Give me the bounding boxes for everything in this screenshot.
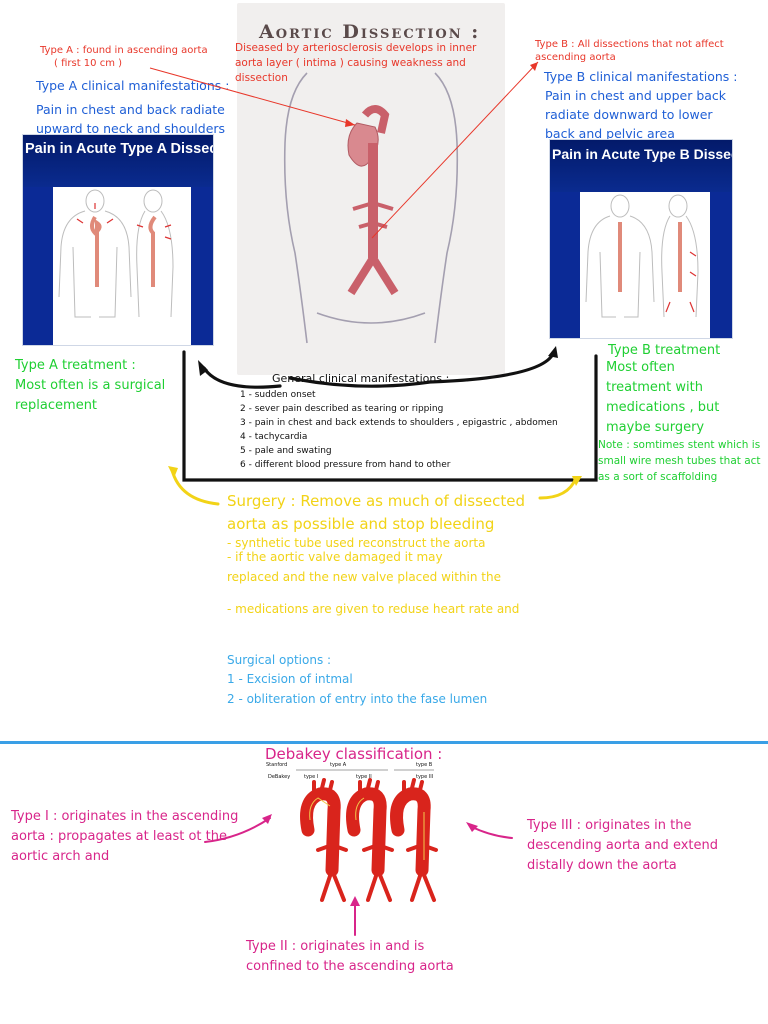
torso-drawing [283, 72, 459, 344]
type-b-treatment-title: Type B treatment [608, 343, 721, 358]
type-a-manifest-title: Type A clinical manifestations : [36, 78, 230, 93]
general-item: 5 - pale and swating [240, 446, 332, 456]
general-item: 2 - sever pain described as tearing or r… [240, 404, 444, 414]
type-a-panel-title: Pain in Acute Type A Dissection [23, 135, 213, 187]
surgical-option-item: 2 - obliteration of entry into the fase … [227, 692, 488, 706]
general-manifestations-title: General clinical manifestations : [272, 372, 450, 385]
surgery-bullet-2: - if the aortic valve damaged it may [227, 550, 443, 564]
surgical-option-item: 1 - Excision of intmal [227, 672, 353, 686]
type-a-treatment-title: Type A treatment : [15, 358, 136, 373]
type-a-note-line1: Type A : found in ascending aorta [40, 45, 208, 56]
stent-note: Note : somtimes stent which is small wir… [598, 439, 761, 483]
fig-label-type-1: type I [304, 774, 319, 780]
type-a-treatment-text: Most often is a surgical replacement [15, 378, 166, 413]
surgery-bullet-2b: replaced and the new valve placed within… [227, 570, 501, 584]
surgery-bullet-3: - medications are given to reduse heart … [227, 602, 520, 616]
type-a-body-drawing [53, 187, 191, 345]
type-b-panel-title: Pain in Acute Type B Dissection [550, 140, 732, 192]
type-a-panel-body [23, 187, 213, 345]
type-b-body-drawing [580, 192, 710, 338]
fig-label-stanford: Stanford [266, 762, 288, 768]
debakey-title: Debakey classification : [265, 745, 443, 763]
type-a-pain-figure: Pain in Acute Type A Dissection [22, 134, 214, 346]
surgery-line1: Surgery : Remove as much of dissected [227, 492, 526, 510]
general-item: 4 - tachycardia [240, 432, 308, 442]
type-a-note-line2: ( first 10 cm ) [54, 58, 123, 69]
debakey-classification-figure: Stanford type A type B DeBakey type I ty… [264, 760, 460, 910]
fig-label-type-b: type B [416, 762, 433, 768]
fig-label-debakey: DeBakey [268, 774, 291, 780]
aortic-dissection-illustration: Aortic Dissection : Diseased by arterios… [235, 3, 505, 375]
surgery-line2: aorta as possible and stop bleeding [227, 515, 495, 533]
section-divider [0, 741, 768, 744]
general-item: 1 - sudden onset [240, 390, 316, 400]
debakey-type-1-text: Type I : originates in the ascending aor… [11, 809, 239, 864]
type-b-manifest-text: Pain in chest and upper back radiate dow… [545, 88, 727, 141]
fig-label-type-a: type A [330, 762, 347, 768]
type-b-location-note: Type B : All dissections that not affect… [535, 39, 724, 63]
debakey-type-3-text: Type III : originates in the descending … [527, 818, 718, 873]
type-b-panel-body [550, 192, 732, 338]
fig-label-type-2: type II [356, 774, 372, 780]
page-title: Aortic Dissection : [259, 21, 481, 43]
surgery-bullet-1: - synthetic tube used reconstruct the ao… [227, 536, 486, 550]
general-item: 3 - pain in chest and back extends to sh… [240, 418, 558, 428]
general-item: 6 - different blood pressure from hand t… [240, 460, 451, 470]
type-a-location-note: Type A : found in ascending aorta ( firs… [40, 44, 240, 70]
type-b-pain-figure: Pain in Acute Type B Dissection [549, 139, 733, 339]
type-a-manifest-text: Pain in chest and back radiate upward to… [36, 102, 226, 136]
surgical-options-title: Surgical options : [227, 653, 332, 667]
type-b-treatment-text: Most often treatment with medications , … [606, 360, 720, 435]
type-b-manifest-title: Type B clinical manifestations : [544, 69, 738, 84]
dissection-intro-text: Diseased by arteriosclerosis develops in… [235, 42, 477, 84]
general-manifestations: General clinical manifestations : 1 - su… [240, 372, 590, 472]
fig-label-type-3: type III [416, 774, 434, 780]
aorta-types-drawing [296, 769, 438, 902]
debakey-type-2-text: Type II : originates in and is confined … [246, 939, 454, 974]
